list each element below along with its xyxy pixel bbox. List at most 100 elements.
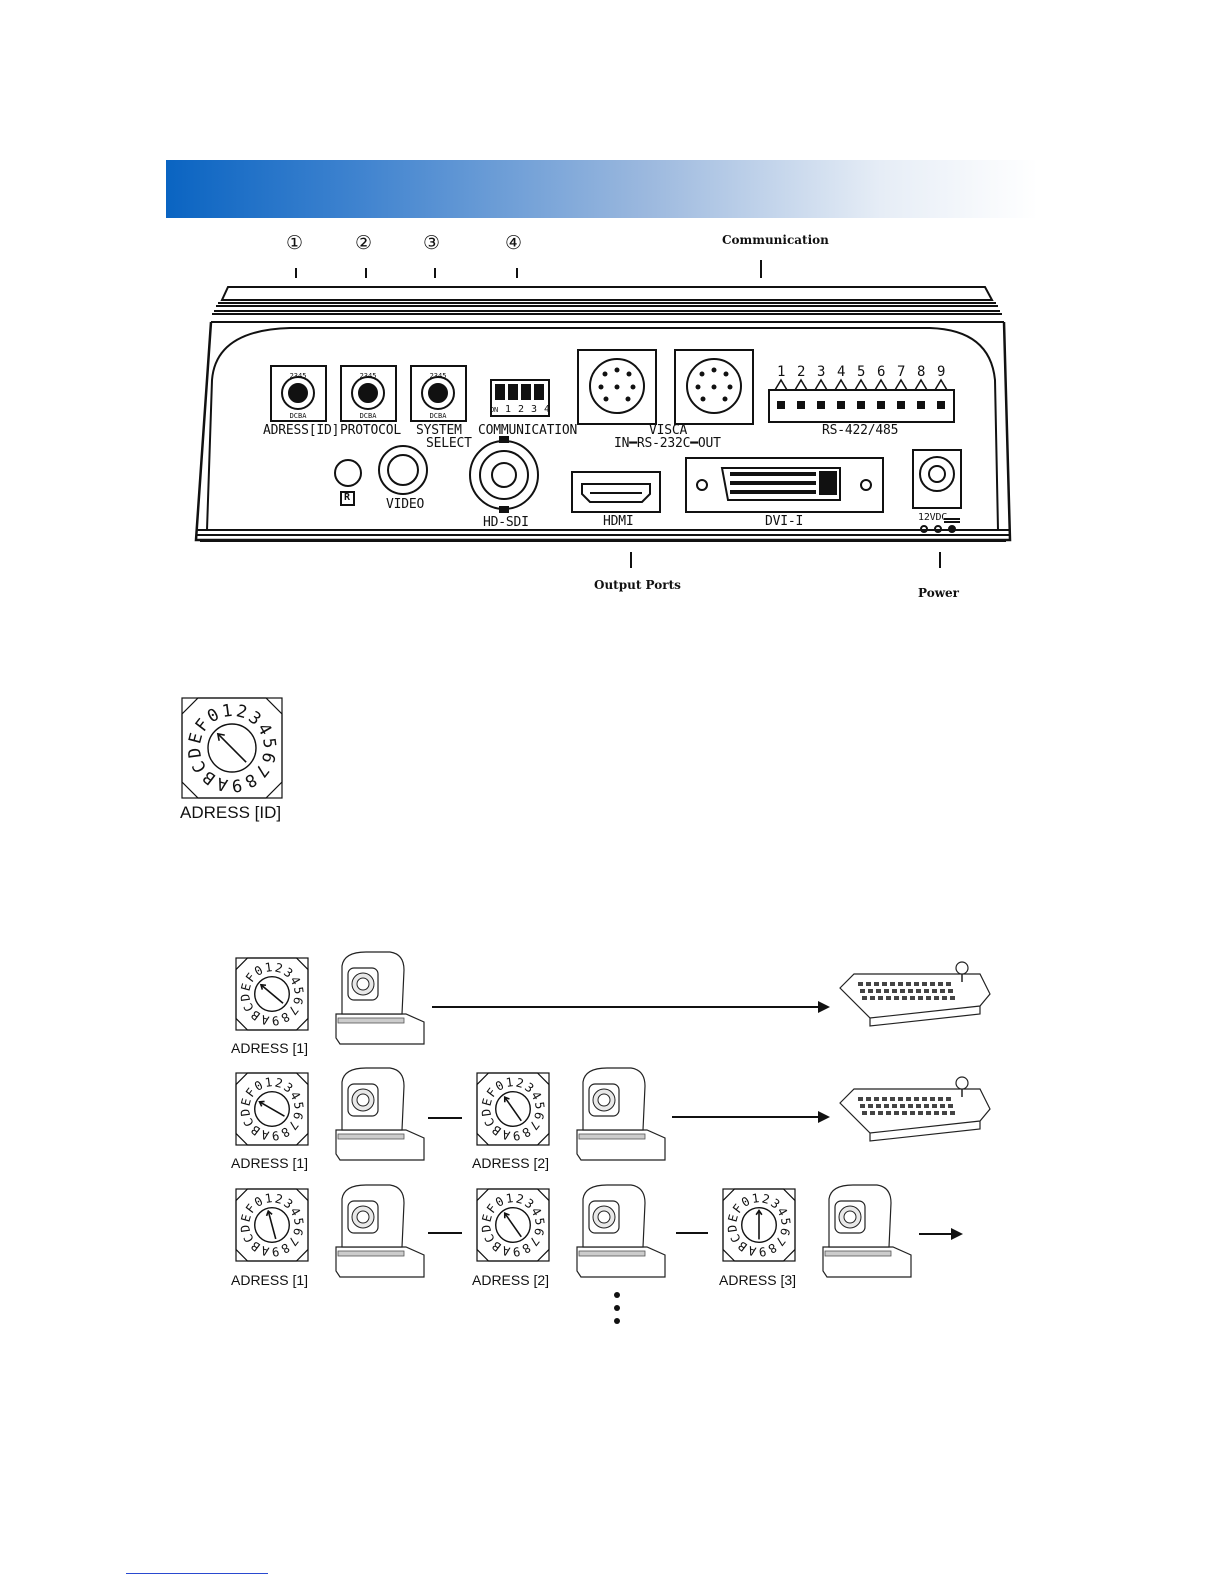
dial-character: A bbox=[259, 1127, 270, 1143]
dial-character: 2 bbox=[515, 1192, 526, 1207]
label-12vdc: 12VDC bbox=[918, 512, 948, 523]
dial-character: D bbox=[238, 1224, 253, 1233]
dial-character: 1 bbox=[505, 1191, 514, 1206]
signal-arrow bbox=[432, 1001, 830, 1013]
controller-keyboard-icon bbox=[839, 961, 991, 1027]
rs422-pin-number: 9 bbox=[937, 364, 946, 380]
ptz-camera-icon bbox=[576, 1184, 666, 1278]
dial-character: 9 bbox=[512, 1128, 521, 1143]
dial-character: E bbox=[480, 1213, 495, 1224]
label-rs422: RS-422/485 bbox=[822, 423, 899, 438]
dial-character: 6 bbox=[531, 1227, 546, 1238]
ellipsis-dot bbox=[614, 1318, 620, 1324]
dial-character: D bbox=[238, 993, 253, 1002]
label-hdsdi: HD-SDI bbox=[483, 515, 529, 530]
label-visca: VISCA bbox=[649, 423, 688, 438]
dial-character: D bbox=[479, 1108, 494, 1117]
rs422-pin-number: 7 bbox=[897, 364, 906, 380]
rear-panel-diagram: 2345 2345 2345 DCBA DCBA DCBA bbox=[194, 260, 1012, 568]
rs422-pin-number: 2 bbox=[797, 364, 806, 380]
dial-character: 2 bbox=[274, 1076, 285, 1091]
svg-text:2345: 2345 bbox=[360, 372, 377, 380]
dip-on-label: ON bbox=[490, 406, 499, 414]
dial-character: D bbox=[238, 1108, 253, 1117]
power-callout: Power bbox=[918, 586, 959, 600]
ptz-camera-icon bbox=[576, 1067, 666, 1161]
dial-character: 2 bbox=[234, 701, 249, 723]
label-hdmi: HDMI bbox=[603, 514, 634, 529]
dial-character: 6 bbox=[290, 1227, 305, 1238]
label-communication: COMMUNICATION bbox=[478, 423, 578, 438]
label-protocol: PROTOCOL bbox=[340, 423, 402, 438]
dial-character: 1 bbox=[751, 1191, 760, 1206]
signal-arrow bbox=[919, 1228, 963, 1240]
dial-character: 1 bbox=[221, 701, 234, 722]
dial-character: D bbox=[479, 1224, 494, 1233]
ir-label: R bbox=[344, 492, 350, 503]
dial-character: A bbox=[215, 773, 230, 795]
ptz-camera-icon bbox=[335, 951, 425, 1045]
dial-character: 1 bbox=[264, 1191, 273, 1206]
chain-row2-address: ADRESS [1] bbox=[231, 1155, 309, 1171]
communication-callout: Communication bbox=[722, 233, 829, 247]
dial-character: 5 bbox=[258, 737, 279, 750]
callout-4: ④ bbox=[505, 232, 523, 254]
callout-3: ③ bbox=[423, 232, 441, 254]
label-system: SYSTEM bbox=[416, 423, 462, 438]
controller-keyboard-icon bbox=[839, 1076, 991, 1142]
dial-character: 5 bbox=[291, 1217, 306, 1226]
dial-character: 6 bbox=[777, 1227, 792, 1238]
label-select: SELECT bbox=[426, 436, 472, 451]
dial-character: 5 bbox=[291, 986, 306, 995]
dial-character: 9 bbox=[271, 1013, 280, 1028]
dial-character: 2 bbox=[761, 1192, 772, 1207]
rs422-pin-number: 5 bbox=[857, 364, 866, 380]
dial-character: E bbox=[726, 1213, 741, 1224]
rs422-pin-number: 8 bbox=[917, 364, 926, 380]
dial-character: 2 bbox=[274, 1192, 285, 1207]
output-ports-callout: Output Ports bbox=[594, 578, 681, 592]
dial-character: 6 bbox=[290, 1111, 305, 1122]
dial-character: 9 bbox=[271, 1244, 280, 1259]
dip-number: 1 bbox=[505, 404, 511, 415]
label-rs232: IN━RS-232C━OUT bbox=[614, 436, 721, 451]
rs422-pin-number: 4 bbox=[837, 364, 846, 380]
dial-character: 9 bbox=[758, 1244, 767, 1259]
rs422-pin-number: 6 bbox=[877, 364, 886, 380]
dial-character: 6 bbox=[257, 750, 279, 765]
callout-2: ② bbox=[355, 232, 373, 254]
ptz-camera-icon bbox=[822, 1184, 912, 1278]
dial-character: 2 bbox=[515, 1076, 526, 1091]
dial-character: E bbox=[239, 1213, 254, 1224]
label-video: VIDEO bbox=[386, 497, 425, 512]
svg-text:2345: 2345 bbox=[430, 372, 447, 380]
chain-row3-address: ADRESS [2] bbox=[472, 1272, 550, 1288]
ellipsis-dot bbox=[614, 1292, 620, 1298]
dial-character: 2 bbox=[274, 961, 285, 976]
dip-number: 3 bbox=[531, 404, 537, 415]
dial-character: A bbox=[500, 1243, 511, 1259]
footer-link-underline bbox=[126, 1573, 268, 1574]
label-dvi: DVI-I bbox=[765, 514, 804, 529]
rs422-pin-number: 1 bbox=[777, 364, 786, 380]
section-header-bar bbox=[166, 160, 1038, 218]
dial-character: E bbox=[185, 731, 207, 746]
dial-character: A bbox=[500, 1127, 511, 1143]
svg-text:DCBA: DCBA bbox=[430, 412, 448, 420]
dial-character: E bbox=[239, 1097, 254, 1108]
svg-text:DCBA: DCBA bbox=[290, 412, 308, 420]
dial-character: 5 bbox=[778, 1217, 793, 1226]
chain-row3-address: ADRESS [3] bbox=[719, 1272, 797, 1288]
dial-character: E bbox=[480, 1097, 495, 1108]
dial-character: 9 bbox=[512, 1244, 521, 1259]
dial-character: 6 bbox=[531, 1111, 546, 1122]
dial-character: 5 bbox=[291, 1101, 306, 1110]
